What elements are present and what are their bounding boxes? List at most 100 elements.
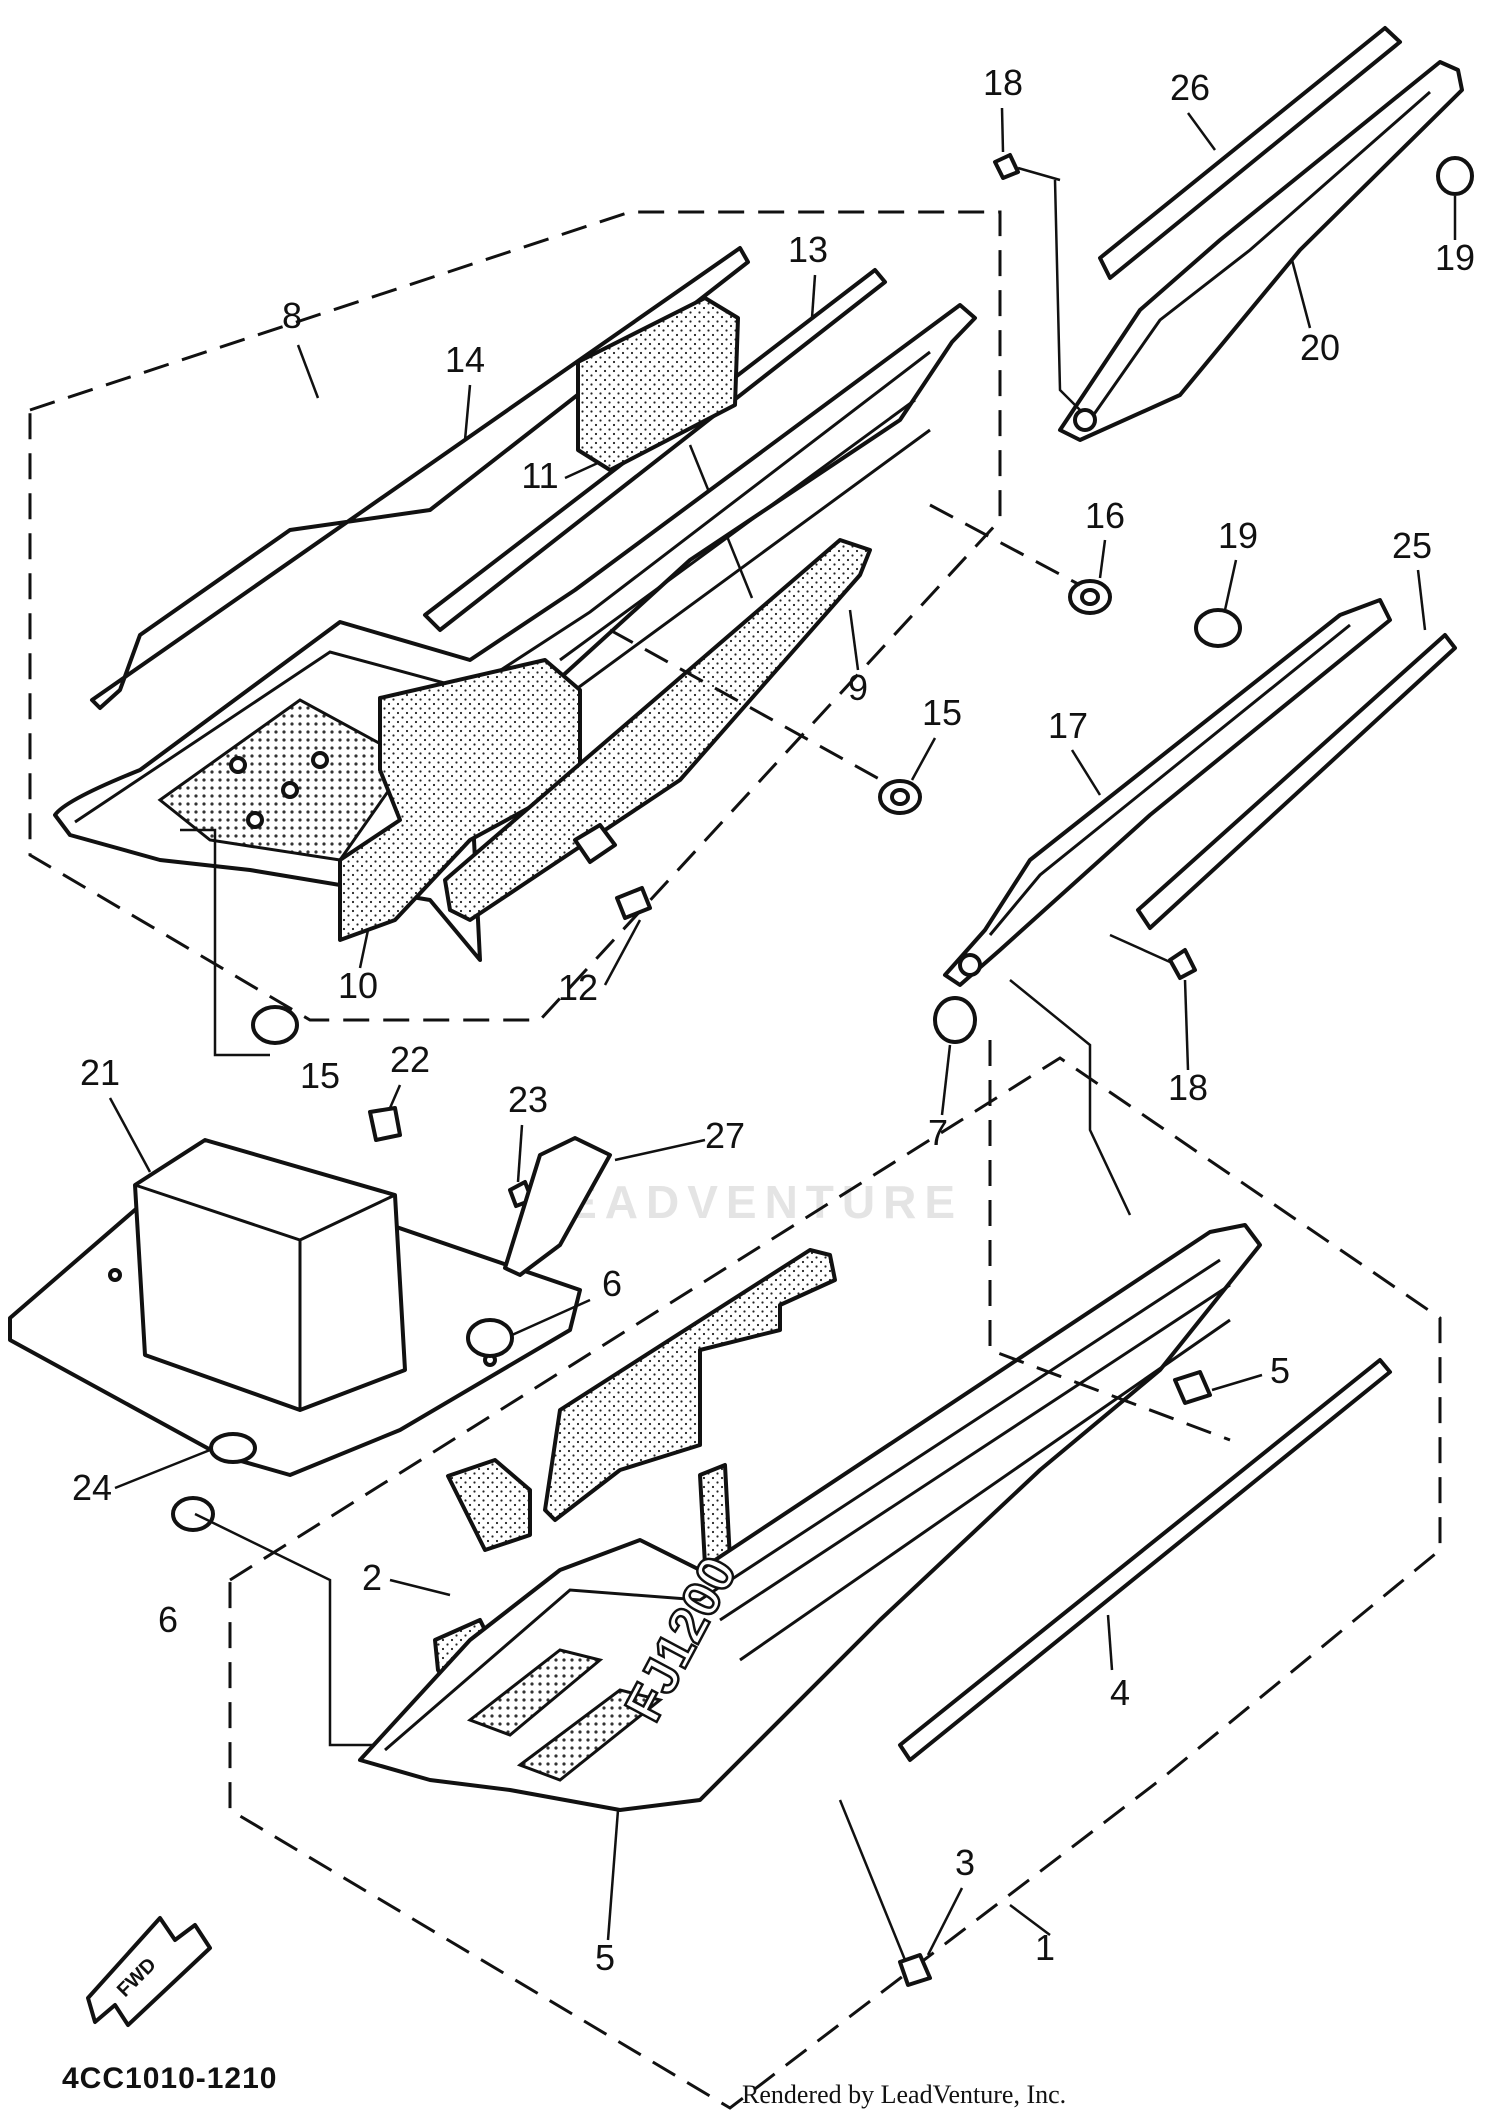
callout-6a: 6	[602, 1263, 622, 1304]
callout-25: 25	[1392, 525, 1432, 566]
leader-18a	[1000, 107, 1005, 153]
side-cover-20-pin	[1073, 408, 1097, 432]
watermark: LEADVENTURE	[530, 1176, 964, 1228]
connection-18-upper	[1053, 179, 1081, 411]
callout-5b: 5	[595, 1937, 615, 1978]
callout-27: 27	[705, 1115, 745, 1156]
side-cover-17-pin	[958, 953, 982, 977]
grommet-6-upper	[466, 1318, 514, 1358]
foam-strip-lower-b	[446, 1458, 532, 1552]
leader-19b	[1223, 559, 1238, 611]
callout-7: 7	[928, 1112, 948, 1153]
leader-18b	[1183, 979, 1190, 1071]
stripe-25	[1136, 633, 1457, 930]
foam-strip-lower-c	[698, 1463, 732, 1567]
side-cover-17	[943, 598, 1392, 987]
assembly-group-1-outline	[228, 1056, 1442, 2110]
fwd-arrow-icon: FWD	[86, 1916, 212, 2027]
leader-2	[389, 1578, 451, 1597]
leader-4	[1106, 1614, 1114, 1671]
plate-hole-1	[108, 1268, 122, 1282]
leader-8	[296, 344, 320, 399]
leader-15a	[910, 737, 937, 781]
side-cover-17-inner	[988, 623, 1351, 936]
connection-7	[988, 1040, 1231, 1442]
callout-19b: 19	[1218, 515, 1258, 556]
callout-6b: 6	[158, 1599, 178, 1640]
leader-3	[926, 1887, 964, 1956]
tail-cover-9-rail	[559, 398, 931, 692]
callout-17: 17	[1048, 705, 1088, 746]
callout-11: 11	[521, 455, 558, 496]
bolt-18-lower	[1168, 948, 1197, 980]
callout-1: 1	[1035, 1927, 1055, 1968]
foam-pad-11	[576, 296, 740, 472]
grommet-15-lower	[251, 1005, 299, 1045]
clip-3	[898, 1953, 932, 1987]
leader-14	[463, 384, 472, 441]
callout-10: 10	[338, 965, 378, 1006]
callout-8: 8	[282, 295, 302, 336]
leader-16	[1098, 539, 1107, 579]
connection-16	[929, 503, 1081, 587]
leader-1	[1009, 1904, 1051, 1936]
callout-15a: 15	[922, 692, 962, 733]
foam-strip-lower-a	[543, 1248, 837, 1522]
leader-10	[358, 929, 370, 969]
grille-screw-4	[311, 751, 329, 769]
leader-20	[1290, 259, 1312, 329]
side-cover-1-inner	[384, 1258, 1221, 1752]
grille-screw-1	[229, 756, 247, 774]
connection-18-lower	[1009, 979, 1132, 1216]
tail-grille-mesh	[157, 698, 413, 862]
stripe-14	[90, 246, 750, 710]
bolt-18-upper-shank	[1017, 166, 1061, 182]
callout-2: 2	[362, 1557, 382, 1598]
emblem-5-right	[1173, 1370, 1212, 1405]
connection-15-upper	[609, 628, 891, 787]
callout-14: 14	[445, 339, 485, 380]
leader-9	[848, 609, 860, 671]
bolt-18-lower-shank	[1109, 933, 1171, 964]
damper-24	[209, 1432, 257, 1464]
callout-22: 22	[390, 1039, 430, 1080]
callout-24: 24	[72, 1467, 112, 1508]
leader-13	[810, 274, 817, 319]
callout-13: 13	[788, 229, 828, 270]
grommet-19-mid	[1194, 608, 1242, 648]
callout-5a: 5	[1270, 1350, 1290, 1391]
side-cover-20-inner	[1088, 90, 1431, 421]
connection-15-lower	[180, 828, 270, 1057]
leader-17	[1070, 749, 1102, 796]
callout-16: 16	[1085, 495, 1125, 536]
leader-22	[388, 1084, 402, 1109]
leader-23	[516, 1124, 524, 1183]
leader-6a	[511, 1298, 591, 1337]
callout-21: 21	[80, 1052, 120, 1093]
leader-24	[114, 1448, 211, 1490]
clip-12-upper	[573, 823, 617, 864]
callout-23: 23	[508, 1079, 548, 1120]
grille-screw-3	[246, 811, 264, 829]
callout-12: 12	[558, 967, 598, 1008]
leader-5b	[606, 1809, 620, 1941]
side-vent-lower	[516, 1688, 664, 1782]
callout-26: 26	[1170, 67, 1210, 108]
grommet-7	[933, 996, 977, 1044]
bracket-27	[503, 1136, 612, 1277]
leader-11	[564, 460, 601, 480]
callout-4: 4	[1110, 1672, 1130, 1713]
side-cover-20	[1058, 60, 1464, 442]
callout-19a: 19	[1435, 237, 1475, 278]
callout-18a: 18	[983, 62, 1023, 103]
stripe-4	[898, 1358, 1392, 1762]
grommet-19-upper	[1436, 156, 1474, 196]
assembly-group-8-outline	[28, 210, 1002, 1022]
clip-22	[368, 1106, 402, 1142]
grommet-6-lower	[171, 1496, 215, 1532]
side-cover-1-channel	[719, 1283, 1231, 1662]
foam-strip-9	[443, 538, 872, 922]
callout-9: 9	[848, 667, 868, 708]
side-vent-upper	[466, 1648, 604, 1737]
